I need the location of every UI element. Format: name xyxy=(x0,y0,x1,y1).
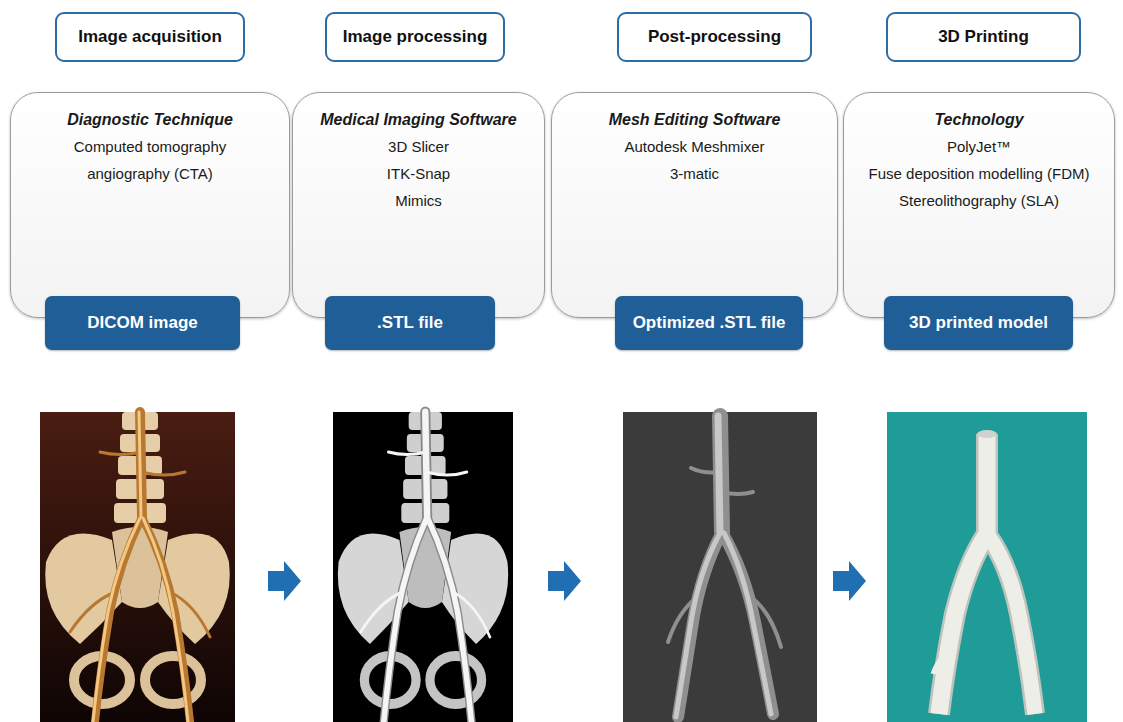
illustration-shape xyxy=(987,534,1035,714)
step-title: 3D Printing xyxy=(938,27,1029,47)
illustration-shape xyxy=(139,412,141,517)
tool-item: ITK-Snap xyxy=(303,160,534,187)
illustration-shape xyxy=(724,533,771,714)
step-header: Image acquisition xyxy=(55,12,245,62)
tool-card: Medical Imaging Software3D SlicerITK-Sna… xyxy=(292,92,545,318)
illustration-shape xyxy=(268,561,301,601)
illustration-shape xyxy=(933,434,1035,714)
illustration-shape xyxy=(939,434,987,714)
illustration-shape xyxy=(95,517,142,722)
illustration-shape xyxy=(623,412,817,722)
illustration-shape xyxy=(100,452,141,455)
flow-arrows xyxy=(268,561,866,601)
illustration-shape xyxy=(40,412,235,722)
illustration-shape xyxy=(676,533,720,717)
tool-item: Mimics xyxy=(303,187,534,214)
illustration-shape xyxy=(145,656,201,704)
tool-item: 3-matic xyxy=(562,160,827,187)
step-title: Image acquisition xyxy=(78,27,222,47)
illustration-shape xyxy=(722,532,773,714)
illustration-shape xyxy=(425,412,427,517)
illustration-shape xyxy=(70,412,210,722)
illustration-shape xyxy=(333,412,513,722)
step-title: Image processing xyxy=(343,27,488,47)
illustration-shape xyxy=(833,561,866,601)
illustration-shape xyxy=(977,430,997,438)
step-header: 3D Printing xyxy=(886,12,1081,62)
printed-model-photo xyxy=(887,412,1087,722)
illustration-shape xyxy=(718,416,720,532)
illustration-shape xyxy=(401,412,449,523)
illustration-shape xyxy=(676,416,771,717)
step-header: Image processing xyxy=(325,12,505,62)
tool-item: Computed tomography angiography (CTA) xyxy=(60,133,240,187)
illustration-shape xyxy=(93,412,188,722)
output-tab: 3D printed model xyxy=(884,296,1073,350)
illustration-shape xyxy=(887,412,1087,722)
illustration-shape xyxy=(678,532,722,717)
illustration-shape xyxy=(384,517,427,722)
illustration-shape xyxy=(427,517,471,722)
output-label: .STL file xyxy=(377,313,443,333)
mesh-render xyxy=(623,412,817,722)
illustration-shape xyxy=(939,434,987,714)
output-label: Optimized .STL file xyxy=(633,313,786,333)
tool-card: Diagnostic TechniqueComputed tomography … xyxy=(10,92,290,318)
tool-item: Autodesk Meshmixer xyxy=(562,133,827,160)
tool-item: PolyJet™ xyxy=(854,133,1104,160)
illustration-shape xyxy=(140,412,142,517)
illustration-shape xyxy=(93,518,140,722)
output-tab: Optimized .STL file xyxy=(615,296,803,350)
output-label: 3D printed model xyxy=(909,313,1048,333)
card-heading: Medical Imaging Software xyxy=(303,106,534,133)
illustration-shape xyxy=(114,412,166,523)
illustration-shape xyxy=(430,656,482,704)
output-label: DICOM image xyxy=(87,313,198,333)
illustration-shape xyxy=(427,517,471,722)
illustration-shape xyxy=(425,412,427,517)
illustration-shape xyxy=(426,472,467,475)
tool-item: Stereolithography (SLA) xyxy=(854,187,1104,214)
card-heading: Mesh Editing Software xyxy=(562,106,827,133)
segmentation-render xyxy=(333,412,513,722)
illustration-shape xyxy=(453,592,490,637)
illustration-shape xyxy=(141,472,185,475)
illustration-shape xyxy=(143,518,188,722)
illustration-shape xyxy=(384,517,427,722)
illustration-shape xyxy=(361,592,403,632)
illustration-shape xyxy=(384,412,472,722)
illustration-shape xyxy=(987,534,1035,714)
step-title: Post-processing xyxy=(648,27,781,47)
illustration-shape xyxy=(338,412,508,722)
output-tab: DICOM image xyxy=(45,296,240,350)
illustration-shape xyxy=(939,434,1035,714)
tool-card: Mesh Editing SoftwareAutodesk Meshmixer3… xyxy=(551,92,838,318)
card-heading: Technology xyxy=(854,106,1104,133)
illustration-shape xyxy=(721,492,753,494)
step-header: Post-processing xyxy=(617,12,812,62)
illustration-shape xyxy=(361,412,490,722)
cta-rendering xyxy=(40,412,235,722)
output-tab: .STL file xyxy=(325,296,495,350)
tool-card: TechnologyPolyJet™Fuse deposition modell… xyxy=(843,92,1115,318)
illustration-shape xyxy=(548,561,581,601)
illustration-shape xyxy=(933,652,947,674)
illustration-shape xyxy=(388,452,426,455)
tool-item: Fuse deposition modelling (FDM) xyxy=(854,160,1104,187)
card-heading: Diagnostic Technique xyxy=(21,106,279,133)
illustration-shape xyxy=(668,416,781,717)
tool-item: 3D Slicer xyxy=(303,133,534,160)
illustration-shape xyxy=(142,517,190,722)
